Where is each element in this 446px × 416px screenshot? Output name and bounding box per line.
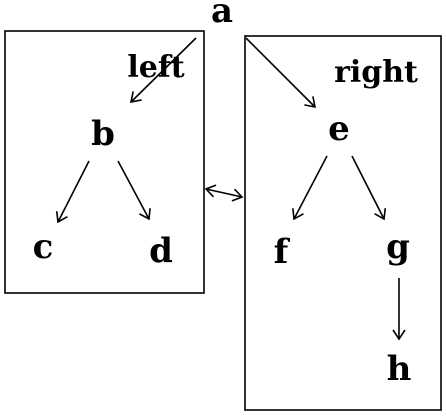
node-d: d bbox=[149, 231, 173, 271]
edge-a-e bbox=[245, 37, 317, 109]
left-group-title: left bbox=[127, 50, 184, 85]
right-group-box bbox=[244, 35, 442, 411]
node-a: a bbox=[211, 0, 233, 31]
right-group-title: right bbox=[334, 55, 418, 90]
edge-e-f bbox=[292, 155, 328, 221]
node-h: h bbox=[387, 349, 412, 389]
edge-e-g bbox=[351, 155, 387, 221]
node-e: e bbox=[328, 109, 350, 149]
edge-left-right bbox=[204, 184, 244, 202]
node-b: b bbox=[91, 114, 115, 154]
edge-b-c bbox=[55, 160, 90, 224]
edge-b-d bbox=[117, 160, 151, 221]
edge-a-b bbox=[129, 37, 197, 104]
left-group-box bbox=[4, 30, 205, 294]
node-c: c bbox=[33, 227, 54, 267]
node-f: f bbox=[274, 232, 291, 272]
node-g: g bbox=[386, 227, 410, 267]
